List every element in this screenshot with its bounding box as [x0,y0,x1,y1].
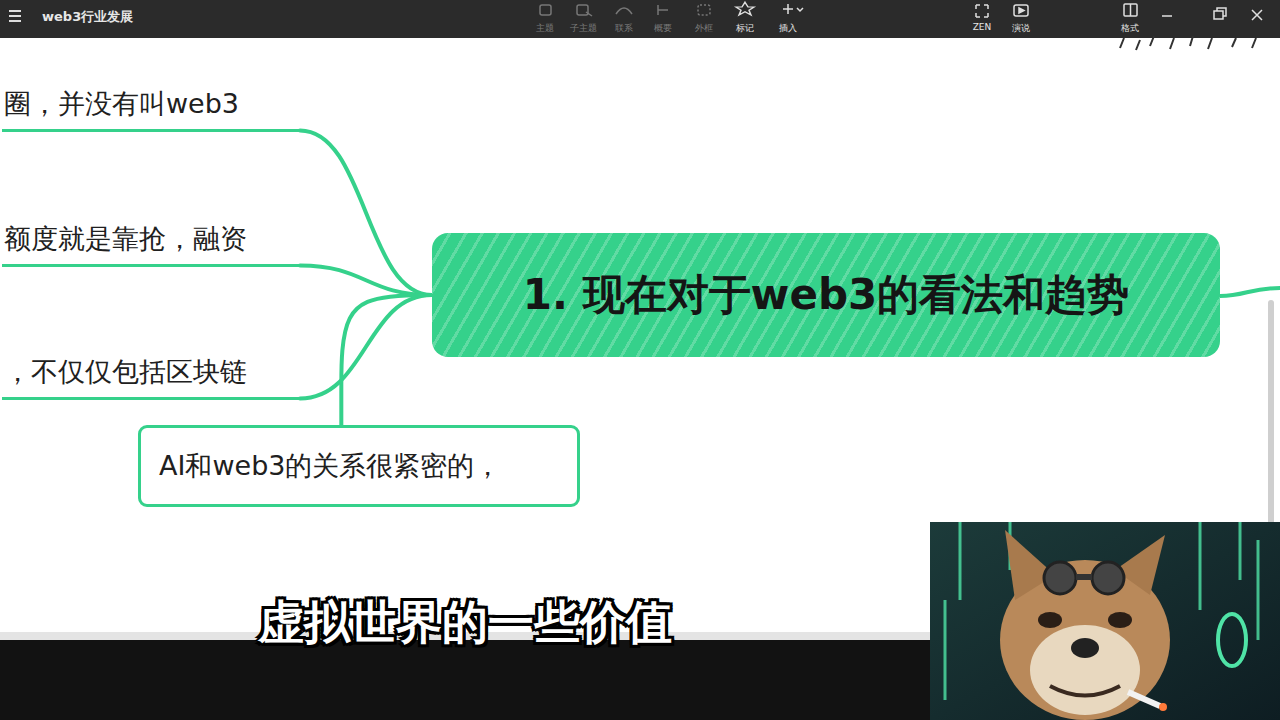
webcam-illustration [930,522,1280,720]
toolbar-label: 标记 [736,22,754,35]
video-subtitle: 虚拟世界的一些价值 [0,592,930,654]
branch-stub [1220,288,1280,296]
topic-text: AI和web3的关系很紧密的， [159,448,501,484]
central-topic: 1. 现在对于web3的看法和趋势 [432,233,1220,357]
branch-connector [300,295,432,399]
toolbar-label: 外框 [695,22,713,35]
topic-text: 1. 现在对于web3的看法和趋势 [493,267,1159,323]
toolbar-label: 主题 [536,22,554,35]
toolbar-icons-active [736,2,1262,20]
toolbar-label: 演说 [1012,22,1030,35]
toolbar-label: 联系 [615,22,633,35]
branch-connector [341,295,432,425]
toolbar-label: 插入 [779,22,797,35]
toolbar-label: 概要 [654,22,672,35]
branch-connector [300,131,432,296]
subtopic: ，不仅仅包括区块链 [2,350,300,400]
subtopic: 圈，并没有叫web3 [2,82,300,132]
toolbar-icons [540,5,710,16]
minimap-marks [1120,36,1256,50]
topic-text: ，不仅仅包括区块链 [4,354,286,390]
topic-text: 额度就是靠抢，融资 [4,221,286,257]
menu-icon [9,11,21,21]
toolbar-label: ZEN [973,22,992,32]
subtopic-box: AI和web3的关系很紧密的， [138,425,580,507]
document-title: web3行业发展 [42,8,133,26]
topic-text: 圈，并没有叫web3 [4,86,286,122]
branch-connector [300,266,432,296]
toolbar-label: 格式 [1121,22,1139,35]
toolbar-label: 子主题 [570,22,597,35]
subtopic: 额度就是靠抢，融资 [2,217,300,267]
toolbar-bar [0,0,1280,38]
